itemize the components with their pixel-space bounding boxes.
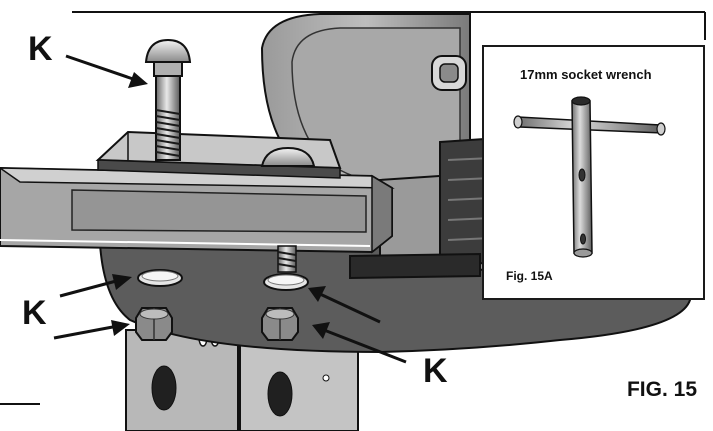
socket-wrench-inset: 17mm socket wrench Fig. 15A (482, 45, 705, 300)
washer-right (263, 273, 309, 291)
carriage-bolt-top (144, 38, 192, 161)
part-label-k-top: K (28, 30, 53, 68)
carriage-bolt-head-2 (260, 146, 316, 167)
socket-wrench-illustration (513, 96, 666, 258)
arrow-k1 (65, 54, 148, 88)
inset-figure-label: Fig. 15A (506, 269, 553, 283)
horizontal-beam (0, 166, 395, 254)
arrow-k2-nut (53, 320, 130, 340)
arrow-k2-washer (59, 274, 132, 298)
nut-right (261, 307, 299, 341)
bolt-thread-lower (277, 245, 297, 273)
arrow-k3-washer (308, 286, 381, 324)
part-label-k-left: K (22, 294, 47, 332)
inset-title: 17mm socket wrench (520, 67, 652, 82)
support-legs (125, 329, 359, 431)
nut-left (135, 307, 173, 341)
arrow-k3-nut (312, 322, 407, 364)
part-label-k-right: K (423, 352, 448, 390)
figure-label: FIG. 15 (626, 378, 697, 401)
washer-left (137, 269, 183, 287)
